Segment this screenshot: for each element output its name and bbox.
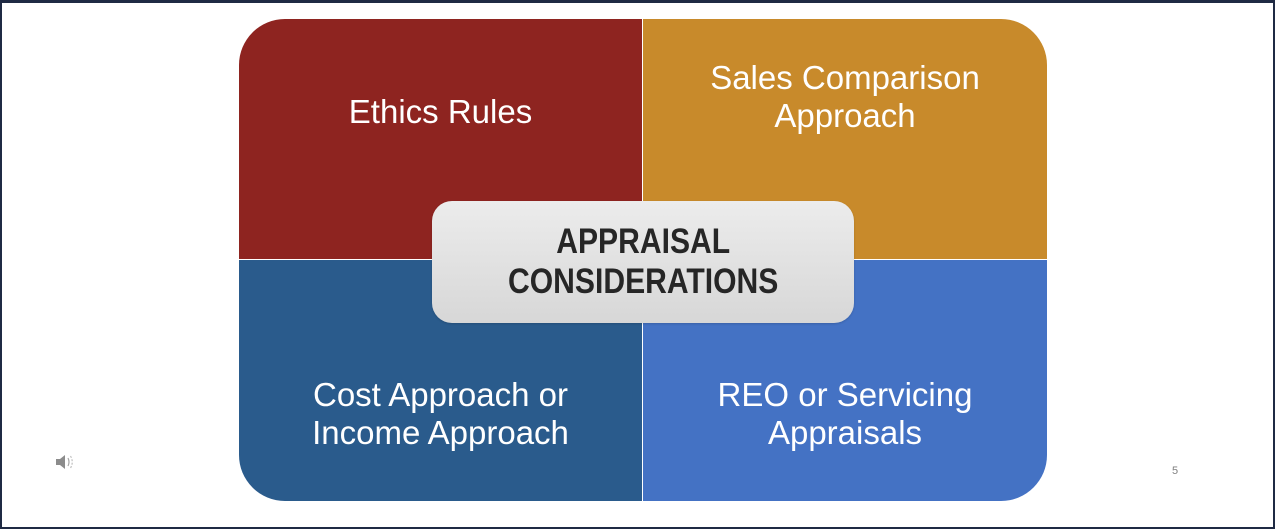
quadrant-label: Sales Comparison Approach [710, 59, 980, 134]
page-number: 5 [1172, 465, 1179, 477]
center-title: APPRAISAL CONSIDERATIONS [507, 222, 779, 301]
quadrant-label: REO or Servicing Appraisals [717, 375, 973, 451]
quadrant-label: Ethics Rules [348, 93, 533, 130]
speaker-icon[interactable] [54, 452, 78, 472]
center-title-box: APPRAISAL CONSIDERATIONS [432, 201, 854, 323]
quadrant-label: Cost Approach or Income Approach [312, 375, 569, 451]
